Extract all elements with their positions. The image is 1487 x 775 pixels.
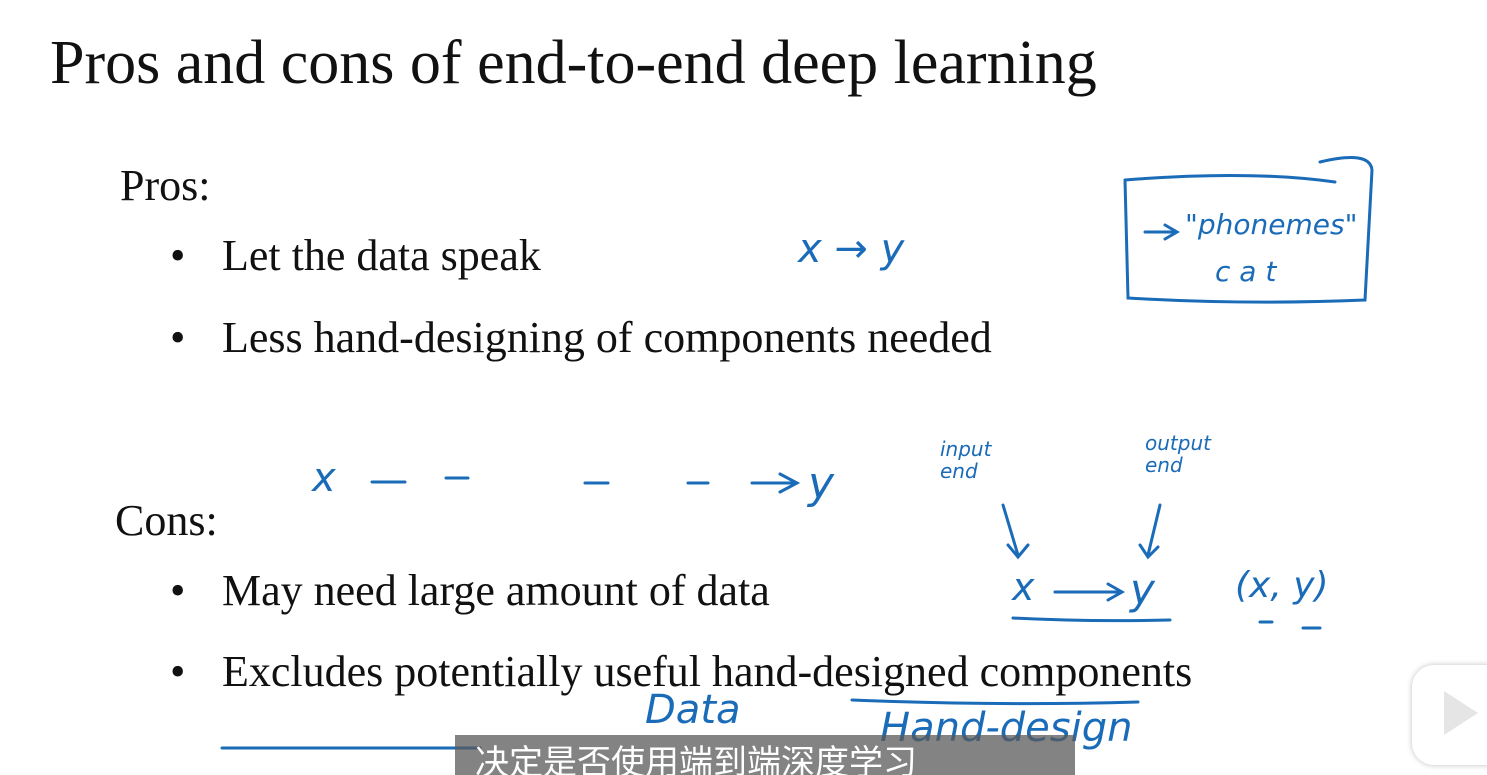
play-icon (1444, 691, 1478, 735)
output-end-annotation: output end (1145, 431, 1211, 477)
pros-heading: Pros: (120, 161, 211, 210)
arrow-ink (1053, 582, 1126, 602)
x-to-y-annotation: x → y (798, 226, 905, 272)
video-subtitle: 决定是否使用端到端深度学习 (455, 735, 1075, 775)
xy-annotation: (x, y) (1235, 565, 1329, 606)
output-arrow (1138, 503, 1162, 560)
input-end-annotation: input end (940, 437, 992, 483)
data-annotation: Data (645, 687, 741, 733)
pros-item-text: Less hand-designing of components needed (222, 313, 992, 362)
dashed-arrow-ink (370, 472, 801, 494)
pros-item: •Less hand-designing of components neede… (170, 313, 992, 362)
cons-item: •May need large amount of data (170, 566, 770, 615)
cat-annotation: c a t (1215, 255, 1277, 288)
phonemes-annotation: "phonemes" (1185, 208, 1358, 241)
player-logo-button[interactable] (1412, 665, 1487, 765)
cons-item-text: May need large amount of data (222, 566, 770, 615)
input-arrow (1001, 503, 1030, 560)
pros-item-text: Let the data speak (222, 231, 541, 280)
handwritten-ink (220, 156, 1374, 750)
phonemes-box (1123, 156, 1374, 304)
cons-item-text: Excludes potentially useful hand-designe… (222, 647, 1193, 696)
cons-item: •Excludes potentially useful hand-design… (170, 647, 1193, 696)
slide-title: Pros and cons of end-to-end deep learnin… (50, 29, 1097, 97)
pros-item: •Let the data speak (170, 231, 541, 280)
cons-heading: Cons: (115, 496, 218, 545)
